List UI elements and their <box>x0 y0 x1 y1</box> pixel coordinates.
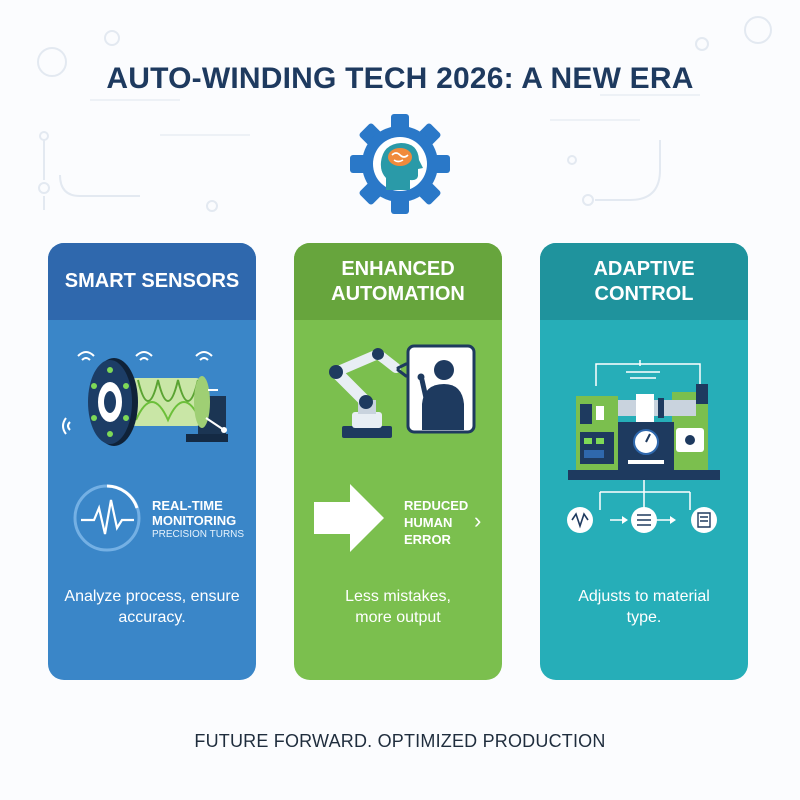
footer-tagline: FUTURE FORWARD. OPTIMIZED PRODUCTION <box>194 731 606 751</box>
pulse-icon <box>73 484 141 552</box>
winding-spool-icon <box>62 351 228 446</box>
card-description: Analyze process, ensure accuracy. <box>64 588 240 626</box>
adaptive-control-card: ADAPTIVE CONTROL <box>540 243 748 680</box>
monitoring-metric: REAL-TIME MONITORING PRECISION TURNS <box>152 498 256 542</box>
gear-brain-icon <box>350 114 450 214</box>
page-title: AUTO-WINDING TECH 2026: A NEW ERA <box>106 62 694 95</box>
winding-machine-icon <box>567 360 720 533</box>
robot-arm-icon <box>329 344 476 438</box>
metric-subtitle: PRECISION TURNS <box>152 529 245 540</box>
smart-sensors-card: SMART SENSORS <box>48 243 256 680</box>
metric-title: REAL-TIME MONITORING <box>152 498 237 528</box>
chevron-right-icon: › <box>474 508 482 533</box>
reduced-error-metric: REDUCED HUMAN ERROR <box>404 498 469 547</box>
card-title: SMART SENSORS <box>48 243 256 320</box>
card-title: ADAPTIVE CONTROL <box>540 243 748 320</box>
card-description: Less mistakes, more output <box>345 588 451 626</box>
card-title: ENHANCED AUTOMATION <box>294 243 502 320</box>
enhanced-automation-card: ENHANCED AUTOMATION REDUCED HUMAN ERROR … <box>294 243 502 680</box>
card-description: Adjusts to material type. <box>578 588 710 626</box>
arrow-icon <box>314 484 384 552</box>
